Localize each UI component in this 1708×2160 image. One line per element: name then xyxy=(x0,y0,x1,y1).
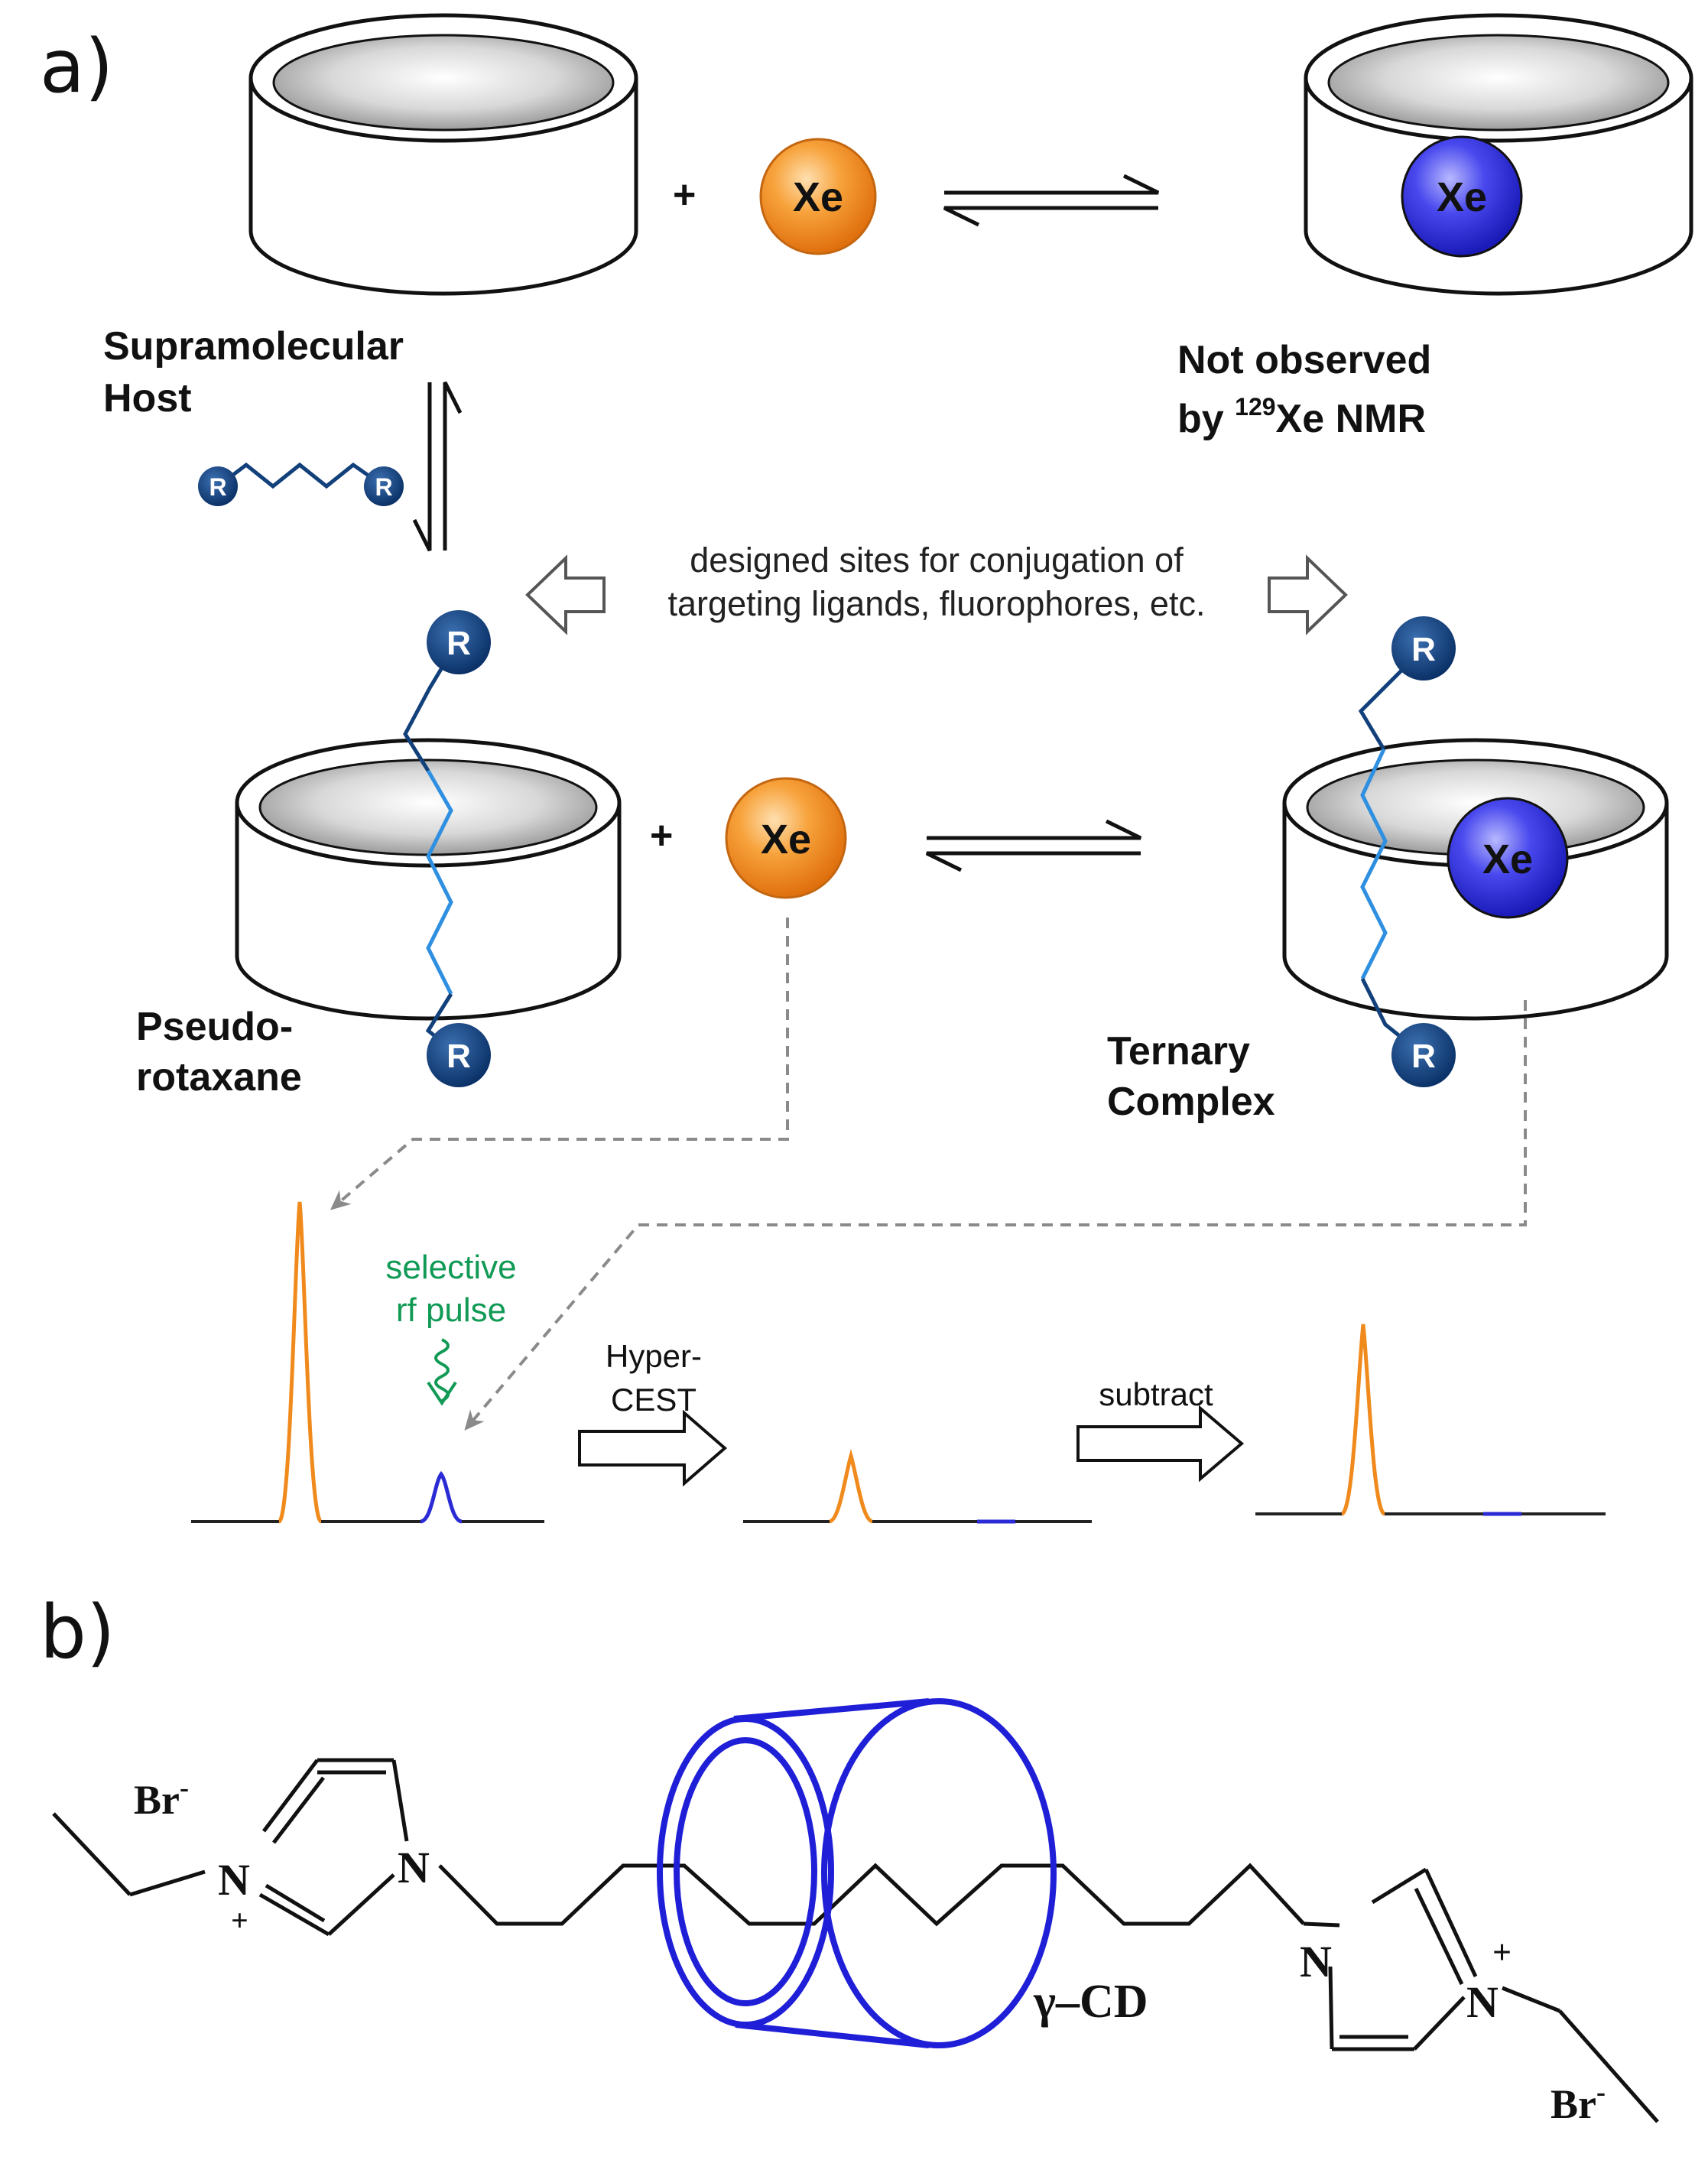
alkyl-chain xyxy=(438,1863,1305,1927)
ternary-label-line2: Complex xyxy=(1107,1080,1275,1124)
ternary-label-line1: Ternary xyxy=(1107,1029,1250,1074)
r-group-top-ternary: R xyxy=(1411,631,1436,668)
imidazolium-left xyxy=(52,1758,409,1937)
nitrogen-left-1: N xyxy=(218,1855,250,1905)
not-observed-line2: by 129Xe NMR xyxy=(1177,393,1426,441)
plus-sign: + xyxy=(673,173,696,217)
r-group-top: R xyxy=(446,625,471,662)
xenon-bound-ternary-label: Xe xyxy=(1482,836,1533,882)
hypercest-label-line1: Hyper- xyxy=(606,1338,702,1374)
equilibrium-arrow-middle xyxy=(925,819,1142,872)
svg-text:R: R xyxy=(375,473,392,501)
nitrogen-right-1: N xyxy=(1300,1937,1332,1986)
host-xenon-complex: Xe xyxy=(1304,13,1693,296)
host-cylinder xyxy=(248,13,638,296)
panel-a-label: a) xyxy=(40,24,113,109)
selective-pulse-line2: rf pulse xyxy=(396,1291,506,1329)
spectrum-before xyxy=(191,1201,544,1524)
xenon-bound-label: Xe xyxy=(1437,174,1487,220)
charge-left: + xyxy=(231,1903,248,1938)
pseudorotaxane-label-line2: rotaxane xyxy=(136,1055,302,1099)
designed-sites-line1: designed sites for conjugation of xyxy=(690,541,1184,580)
subtract-label: subtract xyxy=(1099,1376,1213,1412)
designed-sites-line2: targeting ligands, fluorophores, etc. xyxy=(668,584,1206,623)
svg-text:R: R xyxy=(209,473,226,501)
xenon-free-top: Xe xyxy=(759,138,877,255)
open-arrow-left xyxy=(525,554,606,635)
equilibrium-arrow-top xyxy=(943,174,1160,227)
charge-right: + xyxy=(1492,1934,1512,1971)
nitrogen-left-2: N xyxy=(398,1843,430,1892)
bromide-right: Br- xyxy=(1551,2077,1606,2127)
gamma-cyclodextrin xyxy=(657,1698,1057,2048)
axle-molecule: R R xyxy=(198,462,404,506)
panel-b-label: b) xyxy=(40,1590,115,1675)
selective-pulse-line1: selective xyxy=(385,1249,516,1286)
plus-sign-middle: + xyxy=(650,814,673,858)
host-label-line2: Host xyxy=(103,376,192,421)
ternary-complex: R R Xe xyxy=(1282,616,1669,1087)
gamma-cd-label: γ–CD xyxy=(1033,1976,1148,2028)
host-label-line1: Supramolecular xyxy=(103,324,404,369)
svg-text:Xe: Xe xyxy=(761,817,811,862)
spectrum-after-saturation xyxy=(743,1448,1092,1524)
open-arrow-right xyxy=(1268,554,1348,635)
spectrum-difference xyxy=(1255,1324,1606,1516)
equilibrium-arrow-vertical xyxy=(412,381,463,552)
not-observed-line1: Not observed xyxy=(1177,338,1431,382)
pseudorotaxane-label-line1: Pseudo- xyxy=(136,1005,293,1049)
dashed-connector-bound xyxy=(464,1000,1527,1431)
subtract-arrow xyxy=(1076,1405,1245,1483)
rf-pulse-squiggle xyxy=(427,1338,457,1406)
imidazolium-right xyxy=(1303,1867,1659,2123)
dashed-connector-free xyxy=(330,918,789,1210)
r-group-bottom: R xyxy=(446,1038,471,1075)
pseudorotaxane: R R xyxy=(235,610,622,1087)
bromide-left: Br- xyxy=(134,1772,189,1823)
xenon-free-middle: Xe xyxy=(725,777,847,899)
nitrogen-right-2: N xyxy=(1466,1977,1499,2027)
hypercest-arrow xyxy=(578,1409,728,1487)
svg-text:Xe: Xe xyxy=(793,174,843,220)
hypercest-label-line2: CEST xyxy=(611,1382,697,1418)
r-group-bottom-ternary: R xyxy=(1411,1038,1436,1075)
